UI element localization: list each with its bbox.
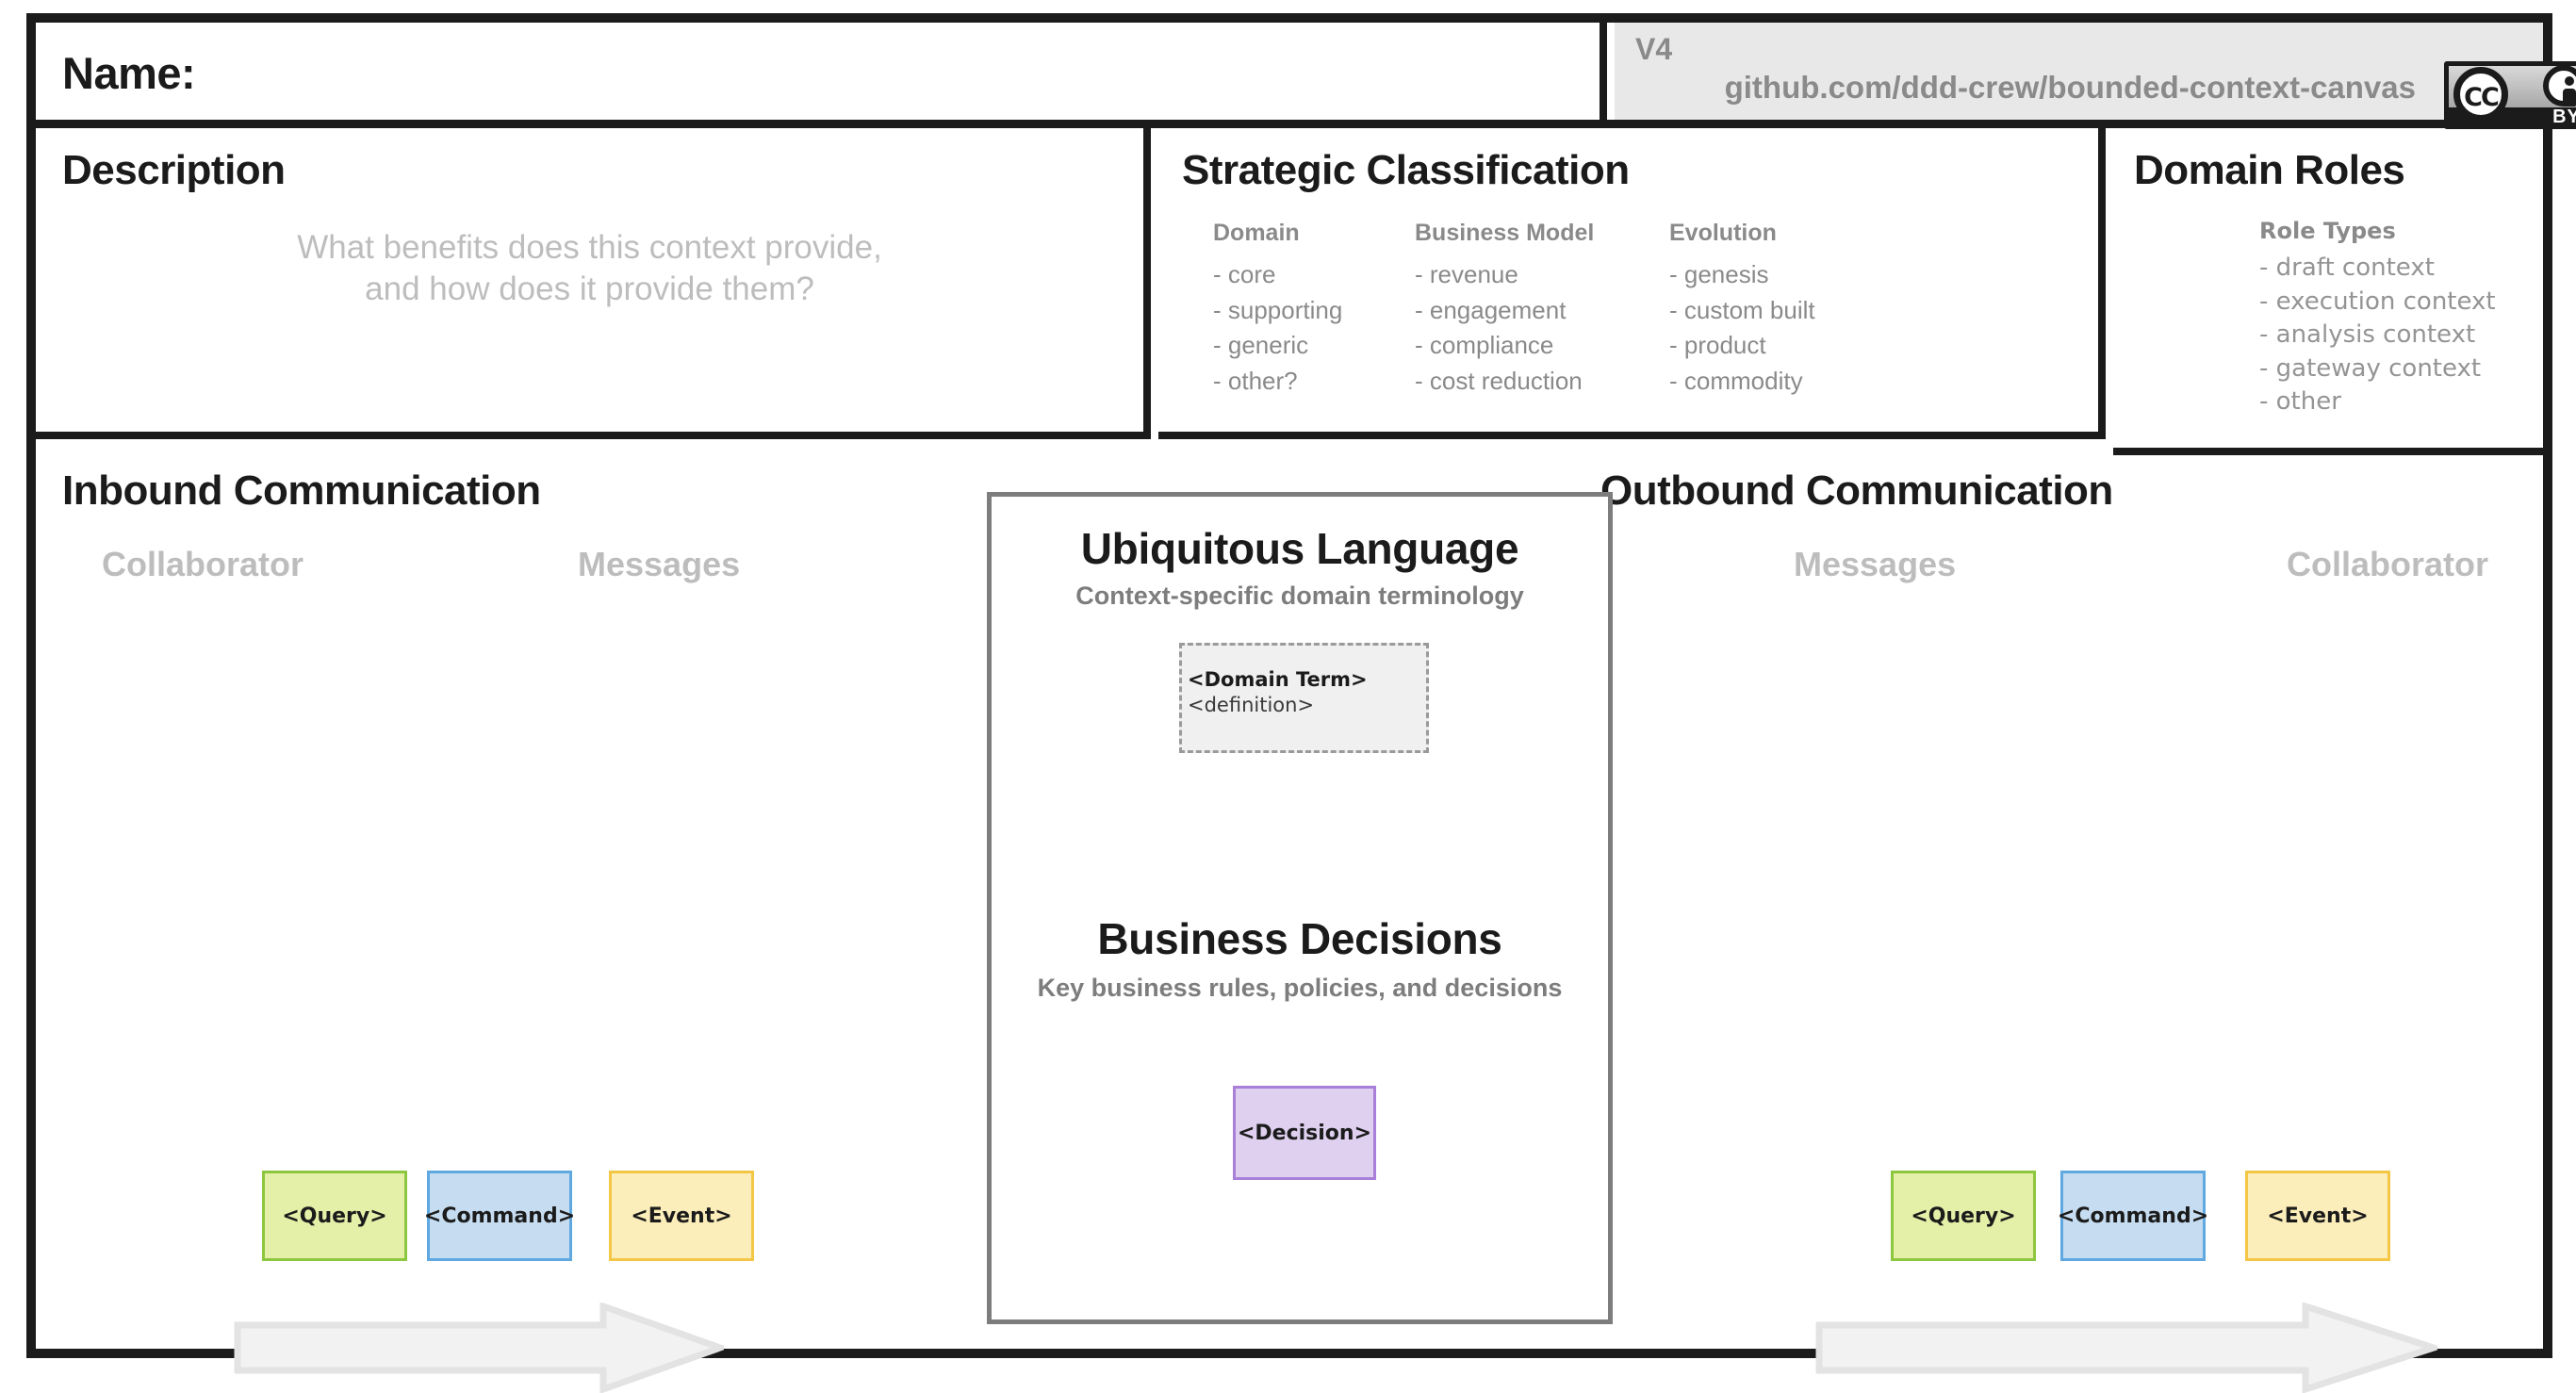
column-header-role-types: Role Types [2259, 218, 2396, 244]
column-header-domain: Domain [1213, 220, 1300, 246]
repo-url-link[interactable]: github.com/ddd-crew/bounded-context-canv… [1724, 70, 2416, 105]
inbound-messages-caption: Messages [578, 545, 741, 583]
strategic-classification-title: Strategic Classification [1182, 147, 1630, 193]
option-list-role-types: - draft context - execution context - an… [2259, 252, 2496, 419]
option-item[interactable]: - cost reduction [1415, 367, 1583, 396]
person-head-icon [2565, 76, 2574, 86]
outbound-messages-caption: Messages [1794, 545, 1957, 583]
option-list-business-model: - revenue - engagement - compliance - co… [1415, 257, 1594, 400]
option-item[interactable]: - gateway context [2259, 353, 2482, 383]
inbound-direction-arrow-icon [234, 1303, 724, 1393]
option-item[interactable]: - other? [1213, 367, 1298, 396]
option-item[interactable]: - core [1213, 260, 1276, 288]
outbound-event-card[interactable]: <Event> [2245, 1171, 2390, 1261]
option-item[interactable]: - execution context [2259, 287, 2496, 316]
cc-letters: CC [2464, 83, 2500, 112]
version-label: V4 [1635, 32, 1673, 66]
option-item[interactable]: - engagement [1415, 295, 1567, 324]
person-circle-icon [2543, 65, 2576, 107]
inbound-command-card[interactable]: <Command> [424, 1171, 575, 1261]
business-decisions-title: Business Decisions [1097, 914, 1502, 963]
description-placeholder-line1: What benefits does this context provide, [297, 229, 882, 266]
outbound-collaborator-caption: Collaborator [2287, 545, 2489, 583]
domain-roles-panel[interactable]: Domain Roles Role Types - draft context … [2113, 128, 2543, 455]
inbound-communication-title: Inbound Communication [62, 467, 541, 514]
by-label: BY [2552, 107, 2576, 127]
communication-row: Inbound Communication Collaborator Messa… [36, 447, 2543, 1393]
option-item[interactable]: - genesis [1669, 260, 1769, 288]
option-list-domain: - core - supporting - generic - other? [1213, 257, 1342, 400]
domain-term-definition: <definition> [1188, 694, 1315, 716]
inbound-collaborator-caption: Collaborator [102, 545, 304, 583]
description-title: Description [62, 147, 286, 193]
domain-term-label: <Domain Term> [1188, 668, 1368, 691]
option-item[interactable]: - supporting [1213, 295, 1343, 324]
bounded-context-canvas: Name: V4 github.com/ddd-crew/bounded-con… [26, 13, 2576, 1393]
description-panel[interactable]: Description What benefits does this cont… [36, 128, 1151, 439]
column-header-business-model: Business Model [1415, 220, 1595, 246]
inbound-query-card[interactable]: <Query> [262, 1171, 407, 1261]
outbound-direction-arrow-icon [1815, 1303, 2437, 1393]
ubiquitous-language-subtitle: Context-specific domain terminology [1075, 582, 1524, 610]
strategic-column-domain: Domain - core - supporting - generic - o… [1213, 220, 1342, 400]
option-item[interactable]: - product [1669, 331, 1766, 360]
option-item[interactable]: - compliance [1415, 331, 1554, 360]
option-item[interactable]: - revenue [1415, 260, 1518, 288]
domain-term-card[interactable]: <Domain Term> <definition> [1179, 643, 1429, 753]
option-item[interactable]: - custom built [1669, 295, 1815, 324]
role-types-group: Role Types - draft context - execution c… [2259, 218, 2496, 419]
domain-roles-title: Domain Roles [2134, 147, 2405, 193]
page-title: Name: [62, 48, 196, 98]
ubiquitous-language-title: Ubiquitous Language [1080, 524, 1519, 573]
creative-commons-by-icon[interactable]: CC BY [2444, 61, 2576, 129]
outbound-query-card[interactable]: <Query> [1891, 1171, 2036, 1261]
description-placeholder: What benefits does this context provide,… [36, 227, 1143, 310]
option-item[interactable]: - draft context [2259, 254, 2435, 282]
version-cell: V4 github.com/ddd-crew/bounded-context-c… [1615, 23, 2576, 129]
option-item[interactable]: - generic [1213, 331, 1309, 360]
cc-circle-icon: CC [2453, 67, 2508, 122]
column-header-evolution: Evolution [1669, 220, 1777, 246]
option-item[interactable]: - analysis context [2259, 320, 2476, 350]
classification-row: Description What benefits does this cont… [36, 128, 2543, 455]
strategic-column-evolution: Evolution - genesis - custom built - pro… [1669, 220, 1815, 400]
center-panel: Ubiquitous Language Context-specific dom… [987, 492, 1613, 1324]
option-item[interactable]: - commodity [1669, 367, 1803, 396]
option-item[interactable]: - other [2259, 387, 2341, 417]
outbound-communication-title: Outbound Communication [1600, 467, 2113, 514]
person-body-icon [2563, 89, 2576, 107]
decision-card[interactable]: <Decision> [1233, 1086, 1376, 1180]
name-row: Name: V4 github.com/ddd-crew/bounded-con… [36, 23, 2576, 129]
name-field-cell[interactable]: Name: [36, 23, 1607, 120]
outbound-command-card[interactable]: <Command> [2058, 1171, 2208, 1261]
description-placeholder-line2: and how does it provide them? [365, 270, 814, 307]
strategic-column-business-model: Business Model - revenue - engagement - … [1415, 220, 1594, 400]
option-list-evolution: - genesis - custom built - product - com… [1669, 257, 1815, 400]
business-decisions-subtitle: Key business rules, policies, and decisi… [1037, 974, 1563, 1002]
strategic-classification-panel[interactable]: Strategic Classification Domain - core -… [1158, 128, 2106, 439]
inbound-event-card[interactable]: <Event> [609, 1171, 754, 1261]
